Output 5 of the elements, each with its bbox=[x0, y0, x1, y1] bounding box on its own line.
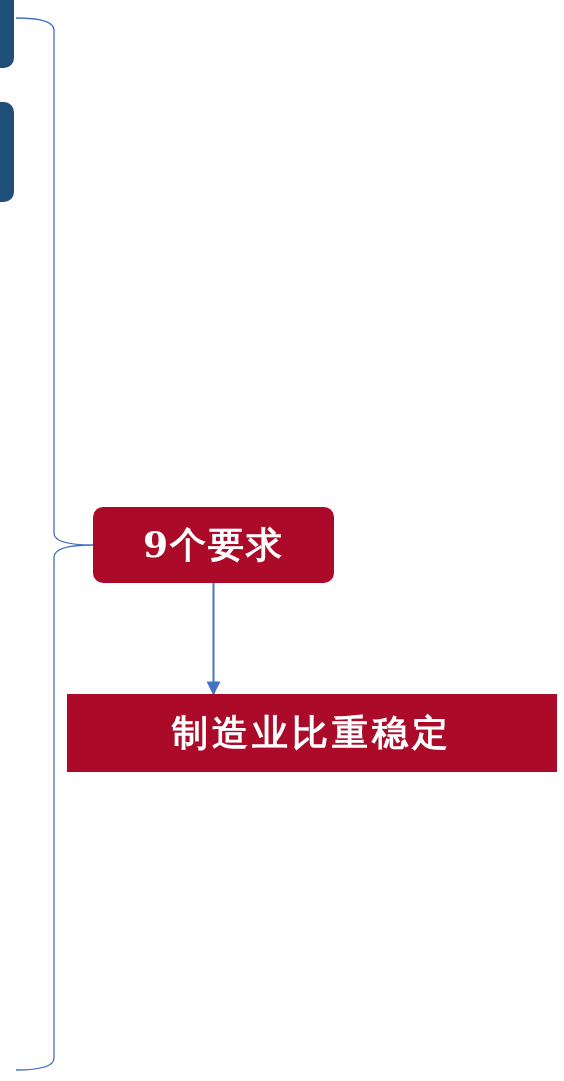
title-box bbox=[93, 507, 334, 583]
box-label: 制造业比重稳定 bbox=[172, 709, 452, 755]
arrow bbox=[206, 582, 221, 696]
title-box bbox=[67, 694, 557, 772]
box-label: 9个要求 bbox=[142, 521, 285, 567]
